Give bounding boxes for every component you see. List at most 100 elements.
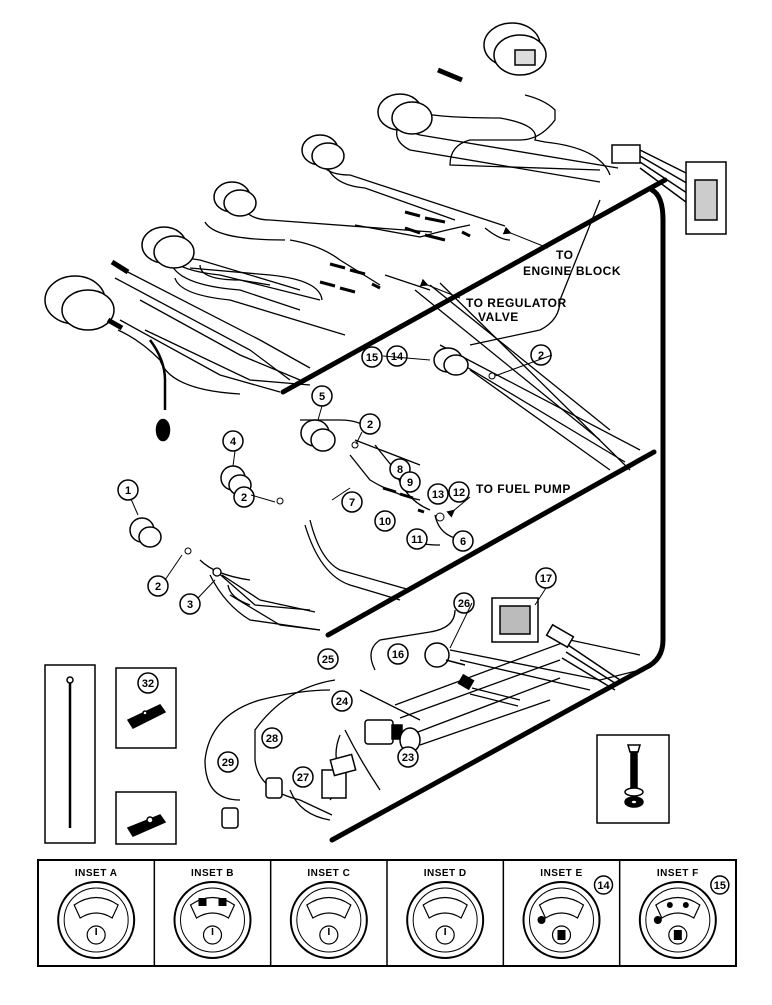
callout-number: 2: [367, 419, 373, 431]
inset-title: INSET A: [75, 868, 118, 879]
detail-box-bolt: [596, 734, 670, 824]
callout-number: 2: [241, 492, 247, 504]
bulb-2-right: [488, 372, 496, 380]
label-to-regulator-valve: TO REGULATOR VALVE: [419, 278, 567, 324]
callout-2: 2: [147, 575, 169, 597]
callout-number: 4: [230, 436, 237, 448]
inset-title: INSET E: [540, 868, 582, 879]
inset-gauge-icon: [173, 881, 252, 959]
inset-callout-number: 14: [597, 880, 610, 892]
callout-number: 12: [453, 487, 465, 499]
callout-17: 17: [535, 567, 557, 589]
callout-number: 15: [366, 352, 378, 364]
inset-gauge-icon: [522, 881, 601, 959]
sensor-lead: [148, 339, 171, 442]
callout-number: 16: [392, 649, 404, 661]
gauge-upper-2: [377, 93, 433, 135]
inset-title: INSET C: [307, 868, 350, 879]
label-to-fuel-pump: TO FUEL PUMP: [446, 482, 571, 518]
callout-29: 29: [217, 751, 239, 773]
callout-9: 9: [399, 471, 421, 493]
to-regulator-valve-line2: VALVE: [478, 310, 519, 324]
callout-14: 14: [386, 345, 408, 367]
callout-number: 27: [297, 772, 309, 784]
callout-5: 5: [311, 385, 333, 407]
inset-gauge-icon: [57, 881, 136, 959]
callout-number: 1: [125, 485, 131, 497]
inset-callout-number: 15: [714, 880, 726, 892]
inset-f: INSET F15: [618, 860, 730, 966]
callout-10: 10: [374, 510, 396, 532]
plate-27: [321, 753, 357, 799]
middle-trunk: [325, 449, 657, 638]
callout-4: 4: [222, 430, 244, 452]
component-16: [424, 642, 466, 668]
callout-2: 2: [233, 486, 255, 508]
module-17: [491, 597, 539, 643]
inset-title: INSET B: [191, 868, 234, 879]
callout-number: 2: [155, 581, 161, 593]
gauge-14: [433, 347, 469, 376]
callout-number: 3: [187, 599, 193, 611]
inset-gauge-icon: [406, 881, 485, 959]
callout-3: 3: [179, 593, 201, 615]
connector-dashes-middle: [382, 486, 425, 514]
callout-number: 26: [458, 598, 470, 610]
callout-number: 23: [402, 752, 414, 764]
inset-title: INSET D: [424, 868, 467, 879]
callout-13: 13: [427, 483, 449, 505]
callout-number: 17: [540, 573, 552, 585]
middle-wires: [199, 344, 641, 631]
callout-number: 2: [538, 350, 544, 362]
callout-number: 6: [460, 536, 466, 548]
bulb-lamp-3: [212, 567, 321, 631]
gauge-upper-5: [141, 226, 195, 269]
callout-number: 24: [336, 696, 349, 708]
plug-17: [545, 623, 621, 691]
callout-26: 26: [453, 592, 475, 614]
right-vertical-trunk: [329, 187, 666, 843]
to-regulator-valve-line1: TO REGULATOR: [466, 296, 567, 310]
callout-11: 11: [406, 528, 428, 550]
callout-16: 16: [387, 643, 409, 665]
inset-gauge-icon: [289, 881, 368, 959]
switch-24: [364, 719, 421, 753]
switch-28: [265, 777, 283, 799]
to-fuel-pump-text: TO FUEL PUMP: [476, 482, 571, 496]
callout-23: 23: [397, 746, 419, 768]
plug-connector-top-right: [611, 144, 727, 235]
callout-number: 13: [432, 489, 444, 501]
callout-number: 29: [222, 757, 234, 769]
inset-b: INSET B: [153, 860, 252, 966]
callout-15: 15: [361, 346, 383, 368]
inset-c: INSET C: [269, 860, 368, 966]
connector-dashes-upper: [319, 210, 471, 294]
inset-e: INSET E 14: [502, 860, 614, 966]
callout-7: 7: [341, 491, 363, 513]
callout-32: 32: [137, 672, 159, 694]
callout-27: 27: [292, 766, 314, 788]
upper-wire-group: [199, 221, 381, 286]
gauge-upper-3: [301, 134, 345, 170]
callout-24: 24: [331, 690, 353, 712]
callout-2: 2: [359, 413, 381, 435]
callout-number: 8: [397, 464, 403, 476]
callout-number: 7: [349, 497, 355, 509]
callout-12: 12: [448, 481, 470, 503]
to-engine-block-line2: ENGINE BLOCK: [523, 264, 621, 278]
callout-number: 9: [407, 477, 413, 489]
callout-number: 25: [322, 654, 334, 666]
callout-number: 5: [319, 391, 325, 403]
connector-16b: [457, 673, 521, 707]
label-to-engine-block: TO ENGINE BLOCK: [502, 226, 621, 278]
gauge-upper-4: [213, 181, 257, 217]
callout-number: 32: [142, 678, 154, 690]
detail-box-rod: [44, 664, 96, 844]
inset-gauge-icon: [638, 881, 717, 959]
detail-box-clip: [115, 791, 177, 845]
gauge-upper-6: [44, 259, 130, 331]
